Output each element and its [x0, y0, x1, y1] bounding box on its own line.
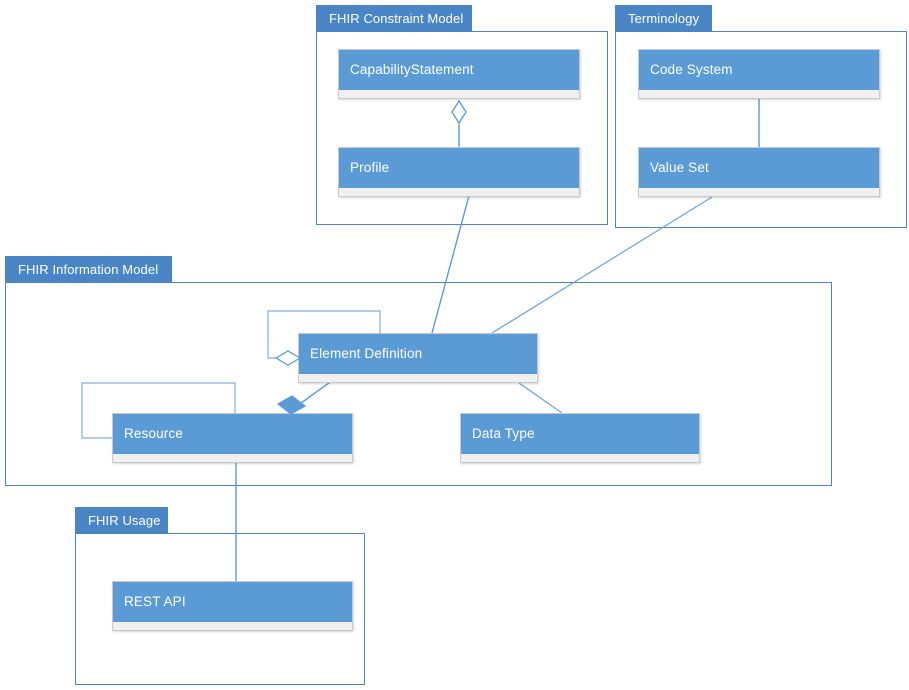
class-node-label: Profile: [339, 148, 579, 188]
class-node-compartment: [299, 374, 537, 382]
package-tab-terminology[interactable]: Terminology: [615, 5, 712, 32]
class-node-label: REST API: [113, 582, 352, 622]
class-node-label: CapabilityStatement: [339, 50, 579, 90]
class-node-compartment: [339, 188, 579, 196]
class-node-label: Code System: [639, 50, 879, 90]
class-node-code-system[interactable]: Code System: [638, 49, 880, 99]
class-node-compartment: [639, 188, 879, 196]
package-tab-fhir-constraint-model[interactable]: FHIR Constraint Model: [316, 5, 472, 32]
class-node-profile[interactable]: Profile: [338, 147, 580, 197]
class-node-label: Value Set: [639, 148, 879, 188]
class-node-capability-statement[interactable]: CapabilityStatement: [338, 49, 580, 99]
class-node-compartment: [339, 90, 579, 98]
class-node-element-definition[interactable]: Element Definition: [298, 333, 538, 383]
class-node-value-set[interactable]: Value Set: [638, 147, 880, 197]
class-node-label: Element Definition: [299, 334, 537, 374]
class-node-rest-api[interactable]: REST API: [112, 581, 353, 631]
class-node-resource[interactable]: Resource: [112, 413, 353, 463]
class-node-data-type[interactable]: Data Type: [460, 413, 700, 463]
package-tab-fhir-usage[interactable]: FHIR Usage: [75, 507, 168, 534]
class-node-compartment: [461, 454, 699, 462]
package-tab-fhir-information-model[interactable]: FHIR Information Model: [5, 256, 172, 283]
class-node-compartment: [113, 622, 352, 630]
class-node-label: Data Type: [461, 414, 699, 454]
class-node-compartment: [113, 454, 352, 462]
class-node-label: Resource: [113, 414, 352, 454]
class-node-compartment: [639, 90, 879, 98]
